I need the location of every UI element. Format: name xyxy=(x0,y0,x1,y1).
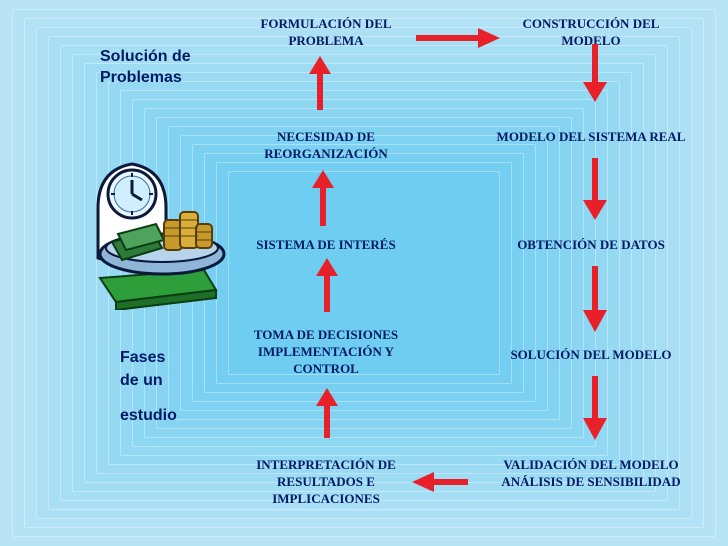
stage-toma-decisiones: TOMA DE DECISIONES IMPLEMENTACIÓN Y CONT… xyxy=(253,327,399,376)
arrow-down-obtencion-to-solucion xyxy=(583,266,607,332)
phases-title-line-2: de un xyxy=(120,372,163,389)
stage-modelo-real: MODELO DEL SISTEMA REAL xyxy=(496,129,686,144)
background-ring xyxy=(228,171,500,375)
arrow-up-sistema-to-necesidad xyxy=(312,170,334,226)
stage-validacion: VALIDACIÓN DEL MODELO ANÁLISIS DE SENSIB… xyxy=(501,457,681,489)
stage-obtencion: OBTENCIÓN DE DATOS xyxy=(517,237,665,252)
arrow-left-validacion-to-interpretacion xyxy=(412,472,468,492)
arrow-down-solucion-to-validacion xyxy=(583,376,607,440)
stage-formulacion: FORMULACIÓN DEL PROBLEMA xyxy=(260,16,392,48)
stage-sistema-interes: SISTEMA DE INTERÉS xyxy=(256,237,396,252)
stage-solucion: SOLUCIÓN DEL MODELO xyxy=(510,347,672,362)
arrow-right-formulacion-to-construccion xyxy=(416,28,500,48)
main-title: Solución de Problemas xyxy=(100,48,191,86)
arrow-up-necesidad-to-formulacion xyxy=(309,56,331,110)
phases-title-line-1: Fases xyxy=(120,349,166,366)
stage-construccion: CONSTRUCCIÓN DEL MODELO xyxy=(522,16,660,48)
arrow-down-construccion-to-modelo-real xyxy=(583,44,607,102)
arrow-up-toma-decisiones-to-sistema xyxy=(316,258,338,312)
phases-title-line-3: estudio xyxy=(120,407,177,424)
scale-with-clock-and-money-icon xyxy=(96,162,226,310)
arrow-down-modelo-real-to-obtencion xyxy=(583,158,607,220)
stage-interpretacion: INTERPRETACIÓN DE RESULTADOS E IMPLICACI… xyxy=(256,457,396,506)
stage-necesidad: NECESIDAD DE REORGANIZACIÓN xyxy=(264,129,388,161)
arrow-up-interpretacion-to-toma-decisiones xyxy=(316,388,338,438)
